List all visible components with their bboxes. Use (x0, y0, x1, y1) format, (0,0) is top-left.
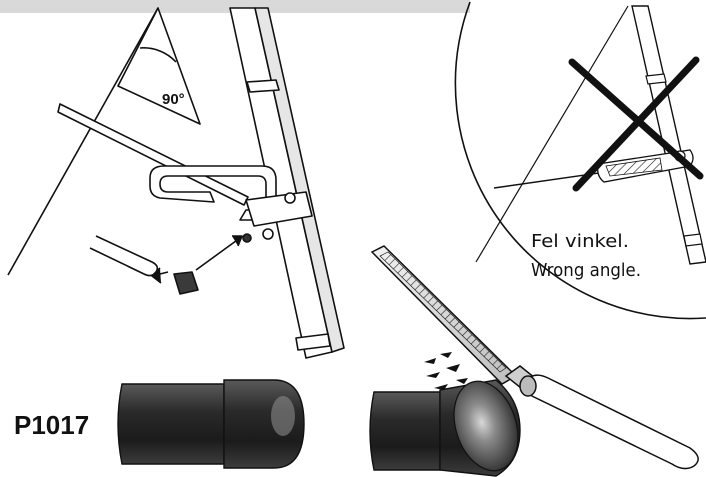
file-tool (370, 245, 699, 470)
wrong-angle-inset (454, 1, 706, 320)
part-number: P1017 (14, 410, 89, 440)
wrong-angle-text-en: Wrong angle. (531, 260, 641, 281)
inset-circle-arc (454, 1, 706, 320)
end-cap-original (117, 379, 305, 469)
ladder-assembly (7, 7, 345, 359)
top-band (0, 0, 470, 13)
end-cap-filed (369, 379, 521, 477)
filing-chips (424, 352, 468, 390)
angle-label: 90° (162, 91, 185, 108)
wrong-angle-text-sv: Fel vinkel. (531, 231, 629, 252)
